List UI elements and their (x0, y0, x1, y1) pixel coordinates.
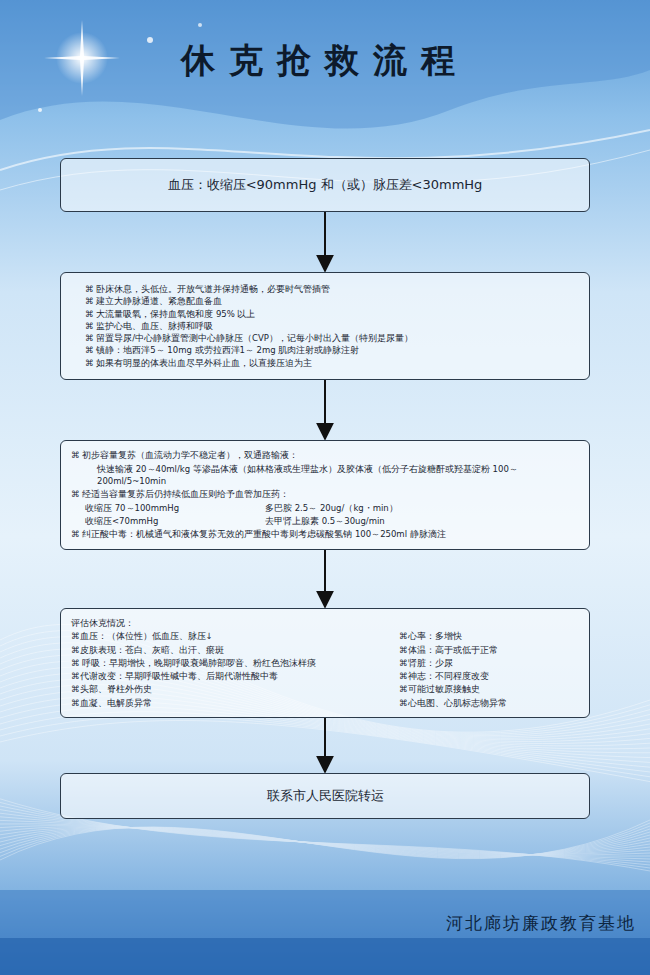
flow-arrow (324, 550, 326, 607)
box-text: ⌘血压：（体位性）低血压、脉压↓ (71, 630, 389, 642)
box-text: ⌘ 卧床休息，头低位。开放气道并保持通畅，必要时气管插管 (85, 283, 577, 295)
flow-arrow (324, 212, 326, 271)
box-text: ⌘ 呼吸：早期增快，晚期呼吸衰竭肺部啰音、粉红色泡沫样痰 (71, 657, 389, 669)
box-text: ⌘ 监护心电、血压、脉搏和呼吸 (85, 320, 577, 332)
box-text: ⌘ 初步容量复苏（血流动力学不稳定者），双通路输液： (71, 449, 579, 461)
box-text: ⌘ 留置导尿/中心静脉置管测中心静脉压（CVP），记每小时出入量（特别是尿量） (85, 332, 577, 344)
box-text: 评估休克情况： (71, 617, 579, 629)
process-box: ⌘ 卧床休息，头低位。开放气道并保持通畅，必要时气管插管⌘ 建立大静脉通道、紧急… (60, 272, 590, 380)
box-text: ⌘皮肤表现：苍白、灰暗、出汗、瘀斑 (71, 644, 389, 656)
process-box: 联系市人民医院转运 (60, 773, 590, 819)
box-text: 收缩压<70mmHg (85, 515, 255, 527)
process-box: 评估休克情况：⌘血压：（体位性）低血压、脉压↓ ⌘心率：多增快 ⌘皮肤表现：苍白、灰… (60, 608, 590, 718)
box-text: ⌘ 建立大静脉通道、紧急配血备血 (85, 295, 577, 307)
box-text: 血压：收缩压<90mmHg 和（或）脉压差<30mmHg (168, 176, 483, 195)
box-text: ⌘头部、脊柱外伤史 (71, 683, 389, 695)
box-text: 联系市人民医院转运 (267, 787, 384, 806)
box-text: ⌘神志：不同程度改变 (399, 670, 579, 682)
text-grid: 评估休克情况：⌘血压：（体位性）低血压、脉压↓ ⌘心率：多增快 ⌘皮肤表现：苍白、灰… (71, 617, 579, 709)
box-text: ⌘心电图、心肌标志物异常 (399, 697, 579, 709)
title: 休克抢救流程 (0, 38, 650, 84)
box-text: ⌘肾脏：少尿 (399, 657, 579, 669)
box-text: ⌘ 如果有明显的体表出血尽早外科止血，以直接压迫为主 (85, 357, 577, 369)
process-box: ⌘ 初步容量复苏（血流动力学不稳定者），双通路输液： 快速输液 20～40ml/k… (60, 440, 590, 550)
footer-label: 河北廊坊廉政教育基地 (446, 912, 636, 935)
box-text: 多巴胺 2.5～ 20ug/（kg・min） (265, 502, 579, 514)
flow-arrow (324, 718, 326, 772)
box-text: ⌘体温：高于或低于正常 (399, 644, 579, 656)
box-text: ⌘可能过敏原接触史 (399, 683, 579, 695)
box-text: ⌘ 经适当容量复苏后仍持续低血压则给予血管加压药： (71, 488, 579, 500)
box-text: ⌘ 大流量吸氧，保持血氧饱和度 95% 以上 (85, 308, 577, 320)
box-text: ⌘ 镇静：地西泮5～ 10mg 或劳拉西泮1～ 2mg 肌肉注射或静脉注射 (85, 344, 577, 356)
box-text: ⌘血凝、电解质异常 (71, 697, 389, 709)
box-text: ⌘代谢改变：早期呼吸性碱中毒、后期代谢性酸中毒 (71, 670, 389, 682)
box-text: 去甲肾上腺素 0.5～30ug/min (265, 515, 579, 527)
box-text: ⌘ 纠正酸中毒：机械通气和液体复苏无效的严重酸中毒则考虑碳酸氢钠 100～250… (71, 528, 579, 540)
box-text: 收缩压 70～100mmHg (85, 502, 255, 514)
box-text: 快速输液 20～40ml/kg 等渗晶体液（如林格液或生理盐水）及胶体液（低分子… (85, 463, 579, 488)
box-text: ⌘心率：多增快 (399, 630, 579, 642)
text-grid: ⌘ 初步容量复苏（血流动力学不稳定者），双通路输液： 快速输液 20～40ml/k… (71, 449, 579, 540)
process-box: 血压：收缩压<90mmHg 和（或）脉压差<30mmHg (60, 158, 590, 212)
flow-arrow (324, 380, 326, 439)
